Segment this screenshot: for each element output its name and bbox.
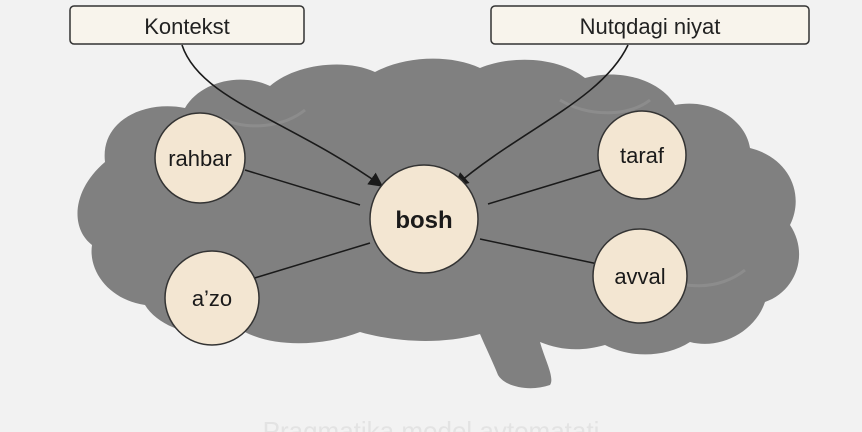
input-label-kontekst: Kontekst <box>144 14 230 39</box>
diagram-caption: Pragmatika model avtomatati <box>263 416 600 432</box>
node-taraf: taraf <box>597 110 687 200</box>
node-bosh: bosh <box>369 164 479 274</box>
edge-rahbar-bosh <box>244 169 361 206</box>
node-label-taraf: taraf <box>620 143 665 168</box>
node-label-avval: avval <box>614 264 665 289</box>
node-rahbar: rahbar <box>154 112 246 204</box>
edge-avval-bosh <box>479 238 599 265</box>
edge-azo-bosh <box>247 242 371 281</box>
node-azo: a’zo <box>164 250 260 346</box>
center-label-bosh: bosh <box>395 207 452 234</box>
input-box-kontekst: Kontekst <box>69 5 305 45</box>
arrow-kontekst-to-bosh <box>181 44 384 187</box>
node-avval: avval <box>592 228 688 324</box>
brain-fold <box>219 108 306 128</box>
node-label-rahbar: rahbar <box>168 146 232 171</box>
node-label-azo: a’zo <box>192 286 232 311</box>
input-box-niyat: Nutqdagi niyat <box>490 5 810 45</box>
input-label-niyat: Nutqdagi niyat <box>580 14 721 39</box>
edge-taraf-bosh <box>487 169 601 205</box>
arrow-niyat-to-bosh <box>453 44 629 187</box>
